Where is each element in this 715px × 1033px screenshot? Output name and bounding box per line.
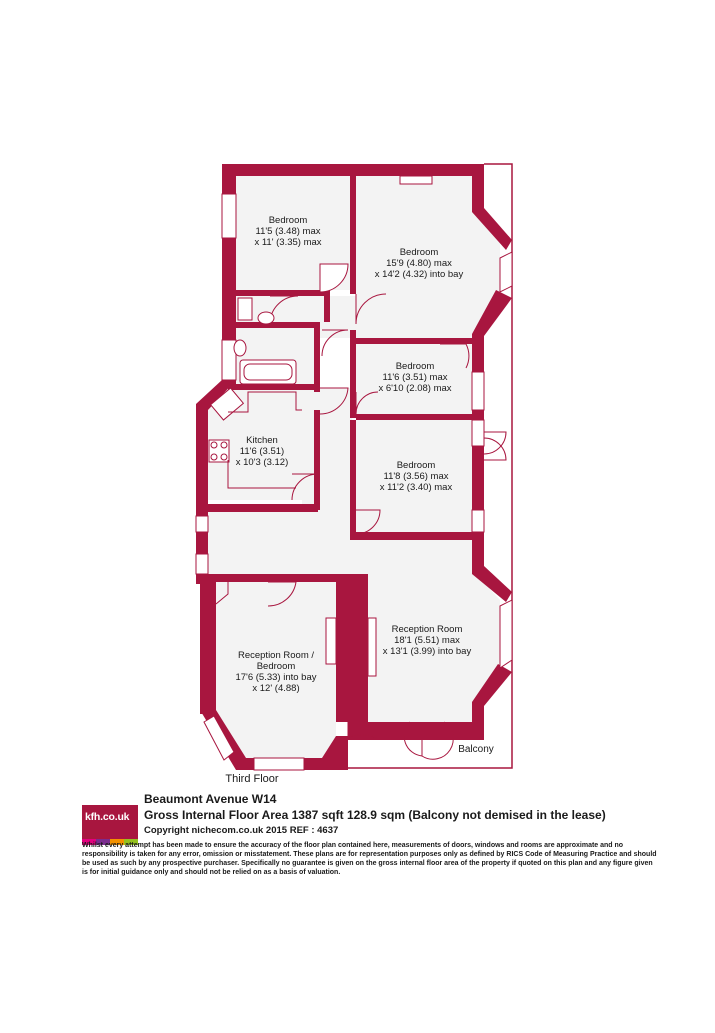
floor-area-summary: Gross Internal Floor Area 1387 sqft 128.… bbox=[144, 808, 606, 822]
built-in-cupboard bbox=[215, 582, 229, 605]
kfh-logo[interactable]: kfh.co.uk bbox=[82, 805, 138, 845]
floor-name-label: Third Floor bbox=[225, 773, 279, 785]
hob-icon bbox=[208, 439, 230, 463]
logo-bar-3 bbox=[110, 839, 124, 845]
fireplace-icon bbox=[325, 617, 377, 677]
washbasin-icon bbox=[233, 339, 247, 357]
wc-icon bbox=[237, 297, 275, 325]
balcony-label: Balcony bbox=[458, 744, 494, 755]
logo-text: kfh.co.uk bbox=[85, 811, 130, 823]
disclaimer-text: Whilst every attempt has been made to en… bbox=[82, 842, 657, 876]
logo-bar-2 bbox=[96, 839, 110, 845]
kitchen-counter bbox=[227, 391, 302, 489]
logo-color-bars bbox=[82, 839, 138, 845]
copyright-notice: Copyright nichecom.co.uk 2015 REF : 4637 bbox=[144, 825, 339, 836]
logo-bar-1 bbox=[82, 839, 96, 845]
door-swings bbox=[267, 263, 507, 760]
balcony-outline bbox=[348, 163, 513, 769]
property-address: Beaumont Avenue W14 bbox=[144, 792, 277, 806]
bathtub-icon bbox=[239, 359, 297, 385]
logo-bar-4 bbox=[124, 839, 138, 845]
windows bbox=[195, 175, 513, 771]
